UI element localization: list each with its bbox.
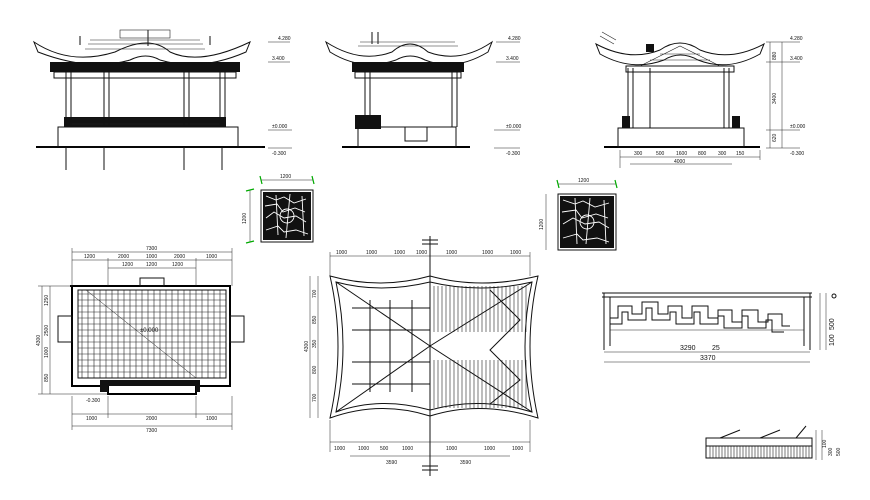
front-elevation bbox=[32, 29, 265, 170]
floor-top-dim-4: 2000 bbox=[174, 254, 185, 260]
section-dim-6: 150 bbox=[736, 151, 745, 157]
floor-inner-dim-1: 1200 bbox=[122, 262, 133, 268]
section-level-ground: -0.300 bbox=[790, 151, 804, 157]
roof-bottom-total-1: 3590 bbox=[386, 460, 397, 466]
front-level-ground: -0.300 bbox=[272, 151, 286, 157]
lattice-panel-2 bbox=[545, 179, 618, 251]
front-level-floor: ±0.000 bbox=[272, 124, 287, 130]
roof-plan bbox=[309, 236, 539, 476]
side-elevation bbox=[324, 32, 494, 148]
floor-top-dim-3: 1000 bbox=[146, 254, 157, 260]
side-level-top: 4.280 bbox=[508, 36, 521, 42]
floor-top-dim-5: 1000 bbox=[206, 254, 217, 260]
floor-top-total: 7300 bbox=[146, 246, 157, 252]
lattice-panel-1 bbox=[245, 175, 315, 244]
panel-1-width: 1200 bbox=[280, 174, 291, 180]
roof-left-dim-1: 700 bbox=[312, 289, 318, 298]
railing-height-dim: 500 bbox=[829, 318, 836, 330]
railing-dim-inner: 3290 bbox=[680, 345, 696, 352]
floor-low-level: -0.300 bbox=[86, 398, 100, 404]
roof-bottom-dim-7: 1000 bbox=[512, 446, 523, 452]
roof-bottom-dim-1: 1000 bbox=[334, 446, 345, 452]
front-level-top: 4.280 bbox=[278, 36, 291, 42]
section-side-dim-3: 620 bbox=[772, 133, 778, 142]
bench-detail bbox=[705, 425, 823, 460]
roof-left-dim-4: 800 bbox=[312, 365, 318, 374]
floor-left-total: 4300 bbox=[36, 335, 42, 346]
section-elevation bbox=[595, 31, 765, 148]
roof-top-dim-3: 1000 bbox=[394, 250, 405, 256]
floor-center-level: ±0.000 bbox=[140, 328, 159, 334]
front-level-eave: 3.400 bbox=[272, 56, 285, 62]
roof-left-dim-5: 700 bbox=[312, 393, 318, 402]
section-dim-3: 1600 bbox=[676, 151, 687, 157]
section-dim-1: 300 bbox=[634, 151, 643, 157]
section-level-eave: 3.400 bbox=[790, 56, 803, 62]
roof-top-dim-2: 1000 bbox=[366, 250, 377, 256]
side-level-floor: ±0.000 bbox=[506, 124, 521, 130]
floor-bottom-dim-3: 1000 bbox=[206, 416, 217, 422]
railing-dim-total: 3370 bbox=[700, 355, 716, 362]
section-dim-2: 500 bbox=[656, 151, 665, 157]
panel-1-height: 1200 bbox=[242, 213, 248, 224]
side-level-ground: -0.300 bbox=[506, 151, 520, 157]
roof-bottom-dim-5: 1000 bbox=[446, 446, 457, 452]
roof-top-dim-1: 1000 bbox=[336, 250, 347, 256]
roof-bottom-dim-3: 500 bbox=[380, 446, 389, 452]
floor-inner-dim-3: 1200 bbox=[172, 262, 183, 268]
railing-dim-gap: 25 bbox=[712, 345, 720, 352]
panel-2-width: 1200 bbox=[578, 178, 589, 184]
roof-bottom-total-2: 3590 bbox=[460, 460, 471, 466]
floor-left-dim-4: 850 bbox=[44, 373, 50, 382]
panel-2-height: 1200 bbox=[539, 219, 545, 230]
floor-inner-dim-2: 1200 bbox=[146, 262, 157, 268]
floor-bottom-total: 7300 bbox=[146, 428, 157, 434]
roof-left-total: 4300 bbox=[304, 341, 310, 352]
roof-bottom-dim-6: 1000 bbox=[484, 446, 495, 452]
section-level-top: 4.280 bbox=[790, 36, 803, 42]
floor-top-dim-1: 1200 bbox=[84, 254, 95, 260]
railing-base-dim: 100 bbox=[829, 334, 836, 346]
floor-bottom-dim-1: 1000 bbox=[86, 416, 97, 422]
side-level-eave: 3.400 bbox=[506, 56, 519, 62]
roof-left-dim-2: 850 bbox=[312, 315, 318, 324]
floor-left-dim-3: 1000 bbox=[44, 347, 50, 358]
roof-top-dim-4: 1000 bbox=[416, 250, 427, 256]
floor-top-dim-2: 2000 bbox=[118, 254, 129, 260]
bench-dim-1: 100 bbox=[822, 439, 828, 448]
roof-top-dim-6: 1000 bbox=[482, 250, 493, 256]
roof-top-dim-7: 1000 bbox=[510, 250, 521, 256]
section-dim-4: 800 bbox=[698, 151, 707, 157]
roof-bottom-dim-4: 1000 bbox=[402, 446, 413, 452]
section-total: 4000 bbox=[674, 159, 685, 165]
bench-dim-2: 300 bbox=[828, 447, 834, 456]
section-level-floor: ±0.000 bbox=[790, 124, 805, 130]
section-side-dim-2: 3400 bbox=[772, 93, 778, 104]
railing-detail bbox=[602, 292, 837, 363]
roof-left-dim-3: 350 bbox=[312, 339, 318, 348]
section-dim-5: 300 bbox=[718, 151, 727, 157]
floor-plan bbox=[38, 248, 245, 430]
floor-left-dim-1: 1250 bbox=[44, 295, 50, 306]
section-side-dim-1: 880 bbox=[772, 51, 778, 60]
floor-left-dim-2: 2500 bbox=[44, 325, 50, 336]
floor-bottom-dim-2: 2000 bbox=[146, 416, 157, 422]
roof-top-dim-5: 1000 bbox=[446, 250, 457, 256]
bench-dim-3: 500 bbox=[836, 447, 842, 456]
roof-bottom-dim-2: 1000 bbox=[358, 446, 369, 452]
